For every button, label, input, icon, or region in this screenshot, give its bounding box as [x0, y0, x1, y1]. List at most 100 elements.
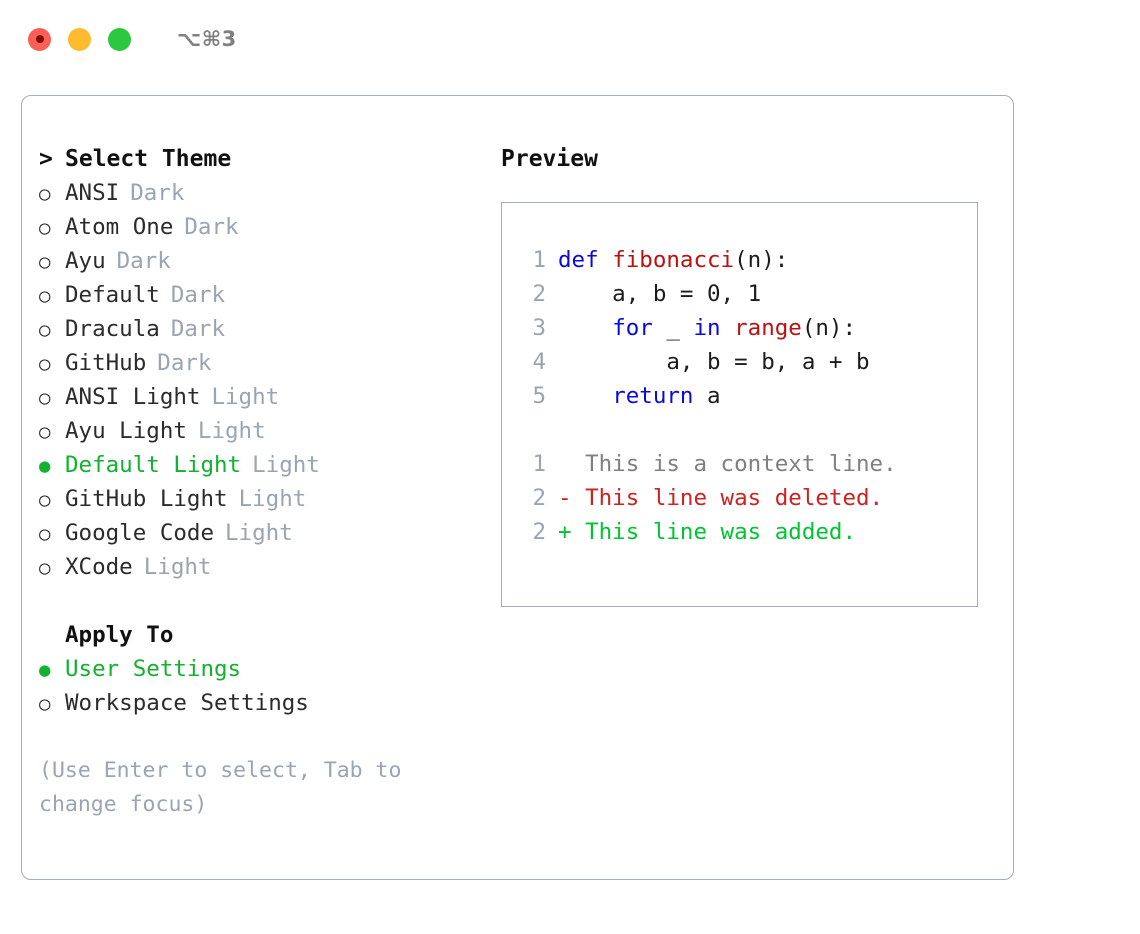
diff-line: 2- This line was deleted. — [514, 485, 977, 519]
theme-list-item[interactable]: ○ XCode Light — [39, 554, 494, 588]
radio-unselected-icon: ○ — [39, 557, 51, 579]
code-diff-separator — [514, 417, 977, 451]
diff-marker: - — [558, 485, 572, 511]
radio-unselected-icon: ○ — [39, 387, 51, 409]
theme-name-label: ANSI Light — [65, 384, 201, 410]
code-line: 3 for _ in range(n): — [514, 315, 977, 349]
title-bar: ⌥⌘3 — [0, 0, 1140, 78]
theme-name-label: Ayu — [65, 248, 106, 274]
line-number: 2 — [532, 281, 546, 307]
diff-line: 2+ This line was added. — [514, 519, 977, 553]
radio-unselected-icon: ○ — [39, 421, 51, 443]
caret-icon: > — [39, 146, 53, 172]
radio-unselected-icon: ○ — [39, 353, 51, 375]
code-token — [721, 315, 735, 341]
theme-mode-tag: Light — [143, 554, 212, 580]
line-number: 4 — [532, 349, 546, 375]
code-token — [558, 315, 612, 341]
traffic-lights — [28, 27, 131, 51]
theme-mode-tag: Dark — [130, 180, 185, 206]
select-theme-heading: > Select Theme — [39, 146, 494, 180]
line-number: 1 — [532, 247, 546, 273]
theme-name-label: Dracula — [65, 316, 160, 342]
theme-name-label: ANSI — [65, 180, 120, 206]
diff-marker: + — [558, 519, 572, 545]
theme-mode-tag: Light — [197, 418, 266, 444]
code-line: 5 return a — [514, 383, 977, 417]
code-token: _ — [652, 315, 694, 341]
code-text: a, b = 0, 1 — [558, 281, 761, 307]
theme-list-item[interactable]: ○ Google Code Light — [39, 520, 494, 554]
theme-mode-tag: Light — [225, 520, 293, 546]
code-line: 1 def fibonacci(n): — [514, 247, 977, 281]
theme-name-label: Atom One — [65, 214, 174, 240]
apply-to-heading-label: Apply To — [65, 622, 174, 648]
minimize-window-button[interactable] — [68, 27, 91, 51]
theme-mode-tag: Light — [252, 452, 320, 478]
preview-title: Preview — [501, 146, 598, 172]
theme-mode-tag: Dark — [170, 282, 226, 308]
line-number: 2 — [532, 485, 546, 511]
maximize-window-button[interactable] — [108, 27, 131, 51]
theme-mode-tag: Dark — [170, 316, 226, 342]
diff-text: This line was deleted. — [571, 485, 884, 511]
diff-line: 1 This is a context line. — [514, 451, 977, 485]
theme-name-label: Default Light — [65, 452, 242, 478]
line-number: 3 — [532, 315, 546, 341]
radio-unselected-icon: ○ — [39, 251, 51, 273]
theme-list-item[interactable]: ○ Ayu Light Light — [39, 418, 494, 452]
theme-name-label: XCode — [65, 554, 133, 580]
select-theme-heading-label: Select Theme — [65, 146, 232, 172]
code-token: a — [693, 383, 721, 409]
code-text: for _ in range(n): — [558, 315, 856, 341]
code-token: (n): — [801, 315, 857, 341]
diff-text: This line was added. — [571, 519, 857, 545]
close-window-button[interactable] — [28, 27, 51, 51]
theme-list-item[interactable]: ○ ANSI Dark — [39, 180, 494, 214]
theme-mode-tag: Light — [238, 486, 307, 512]
code-token: def — [558, 247, 613, 273]
list-spacer — [39, 588, 494, 622]
apply-to-label: User Settings — [65, 656, 242, 682]
code-token: a, b = 0, 1 — [558, 281, 762, 307]
apply-to-item[interactable]: ○Workspace Settings — [39, 690, 494, 724]
code-line: 4 a, b = b, a + b — [514, 349, 977, 383]
line-number: 5 — [532, 383, 546, 409]
code-token: for — [612, 315, 653, 341]
theme-name-label: Default — [65, 282, 160, 308]
theme-list-item[interactable]: ● Default Light Light — [39, 452, 494, 486]
apply-to-list: ● User Settings ○Workspace Settings — [39, 656, 494, 724]
code-token: fibonacci — [612, 247, 735, 273]
keyboard-shortcut-label: ⌥⌘3 — [177, 27, 237, 51]
apply-to-item[interactable]: ● User Settings — [39, 656, 494, 690]
theme-name-label: Ayu Light — [65, 418, 187, 444]
theme-list-item[interactable]: ○ Default Dark — [39, 282, 494, 316]
code-text: a, b = b, a + b — [558, 349, 869, 375]
radio-unselected-icon: ○ — [39, 183, 51, 205]
code-token: (n): — [734, 247, 789, 273]
theme-mode-tag: Light — [211, 384, 280, 410]
code-line: 2 a, b = 0, 1 — [514, 281, 977, 315]
radio-selected-icon: ● — [39, 659, 51, 681]
code-token: return — [612, 383, 694, 409]
theme-name-label: Google Code — [65, 520, 215, 546]
keyboard-hint: (Use Enter to select, Tab to change focu… — [39, 758, 415, 817]
diff-marker — [558, 451, 572, 477]
diff-text: This is a context line. — [571, 451, 897, 477]
theme-list-item[interactable]: ○ ANSI Light Light — [39, 384, 494, 418]
radio-unselected-icon: ○ — [39, 523, 51, 545]
code-text: return a — [558, 383, 721, 409]
radio-selected-icon: ● — [39, 455, 51, 477]
line-number: 1 — [532, 451, 546, 477]
radio-unselected-icon: ○ — [39, 285, 51, 307]
